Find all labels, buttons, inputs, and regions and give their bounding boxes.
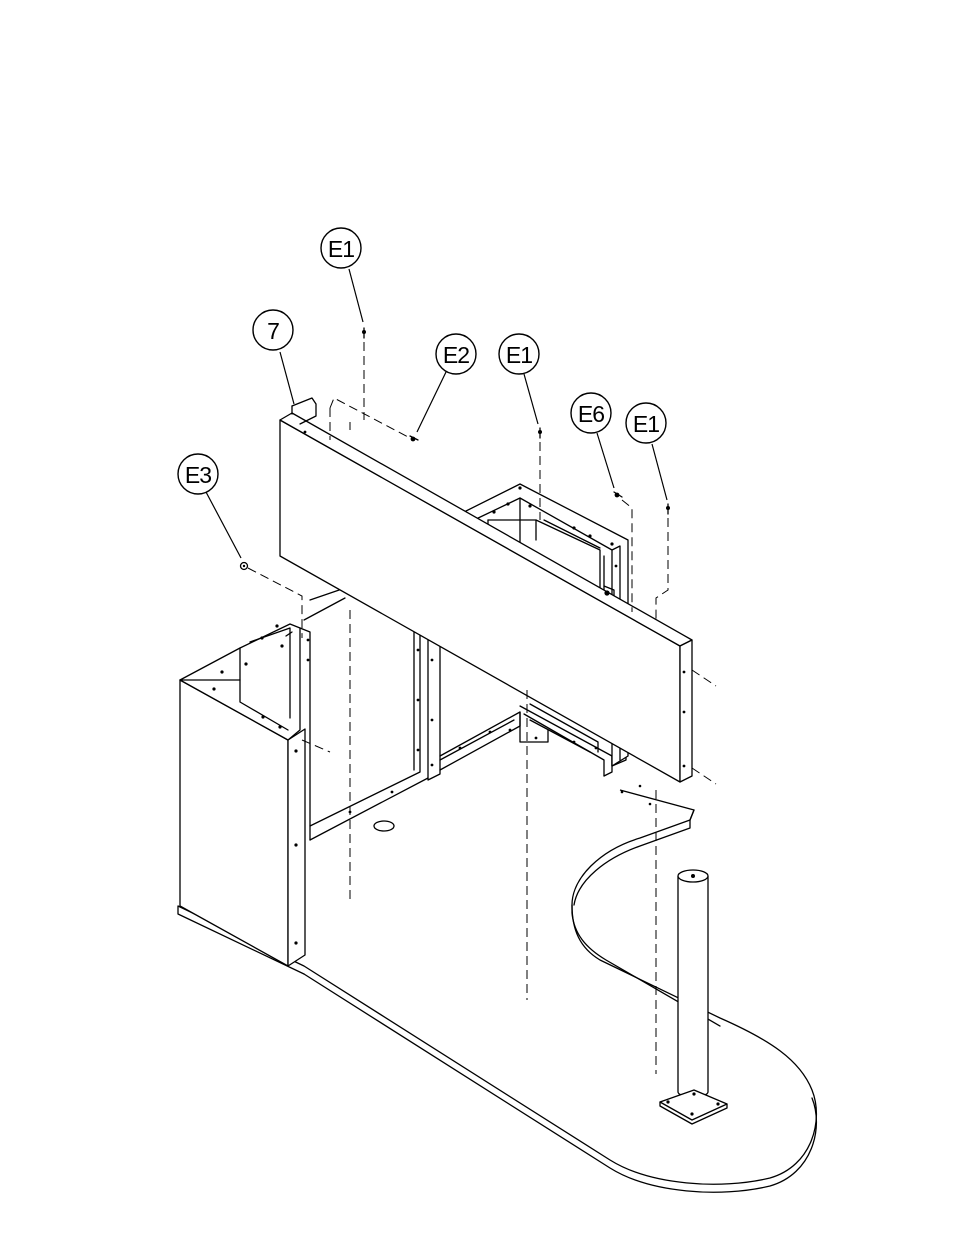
callout-label: E1 — [506, 342, 532, 368]
callout-label: E3 — [185, 462, 211, 488]
callout-label: E2 — [443, 342, 469, 368]
callout-e3: E3 — [178, 454, 241, 558]
callout-e6: E6 — [571, 393, 614, 488]
left-pedestal — [180, 624, 310, 966]
callout-e1-top: E1 — [321, 228, 363, 322]
callout-label: E6 — [578, 401, 604, 427]
panel-part-7 — [280, 398, 692, 782]
callout-label: 7 — [267, 318, 279, 344]
callout-e1-right: E1 — [626, 403, 667, 500]
callout-7: 7 — [253, 310, 294, 404]
callout-e2: E2 — [417, 334, 476, 432]
callout-label: E1 — [633, 411, 659, 437]
callout-e1-middle: E1 — [499, 334, 539, 424]
callout-label: E1 — [328, 236, 354, 262]
